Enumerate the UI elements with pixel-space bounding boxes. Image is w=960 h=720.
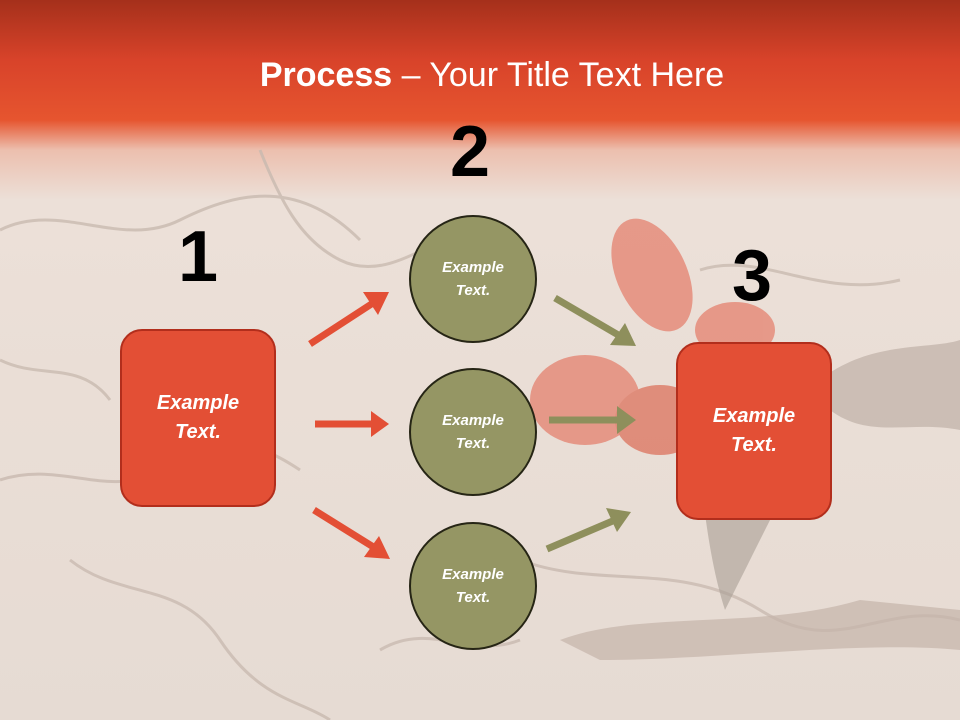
step-3-text: Example Text. <box>712 405 796 456</box>
circle-bottom[interactable]: Example Text. <box>409 522 537 650</box>
step-number-2: 2 <box>450 112 491 192</box>
arrowhead-1-middle <box>371 411 389 437</box>
arrow-bottom-to-3 <box>545 516 617 553</box>
circle-middle-text: Example Text. <box>442 412 504 452</box>
arrowhead-1-top <box>363 292 389 315</box>
title-bold: Process <box>259 56 393 94</box>
step-3-box[interactable]: Example Text. <box>676 342 832 520</box>
arrow-top-to-3 <box>553 294 622 340</box>
arrow-1-to-bottom <box>312 507 377 551</box>
title-rest: – Your Title Text Here <box>392 56 725 94</box>
arrowhead-1-bottom <box>364 536 390 559</box>
step-number-1: 1 <box>178 217 219 297</box>
step-1-text: Example Text. <box>156 392 240 443</box>
arrowhead-top-3 <box>610 323 636 346</box>
circle-top[interactable]: Example Text. <box>409 215 537 343</box>
step-number-3: 3 <box>732 236 773 316</box>
circle-bottom-text: Example Text. <box>442 566 504 606</box>
arrowhead-bottom-3 <box>606 508 631 532</box>
slide-title: Process – Your Title Text Here <box>0 50 960 100</box>
circle-middle[interactable]: Example Text. <box>409 368 537 496</box>
arrow-1-to-top <box>308 300 375 347</box>
circle-top-text: Example Text. <box>442 259 504 299</box>
arrowhead-middle-3 <box>617 406 636 434</box>
step-1-box[interactable]: Example Text. <box>120 329 276 507</box>
